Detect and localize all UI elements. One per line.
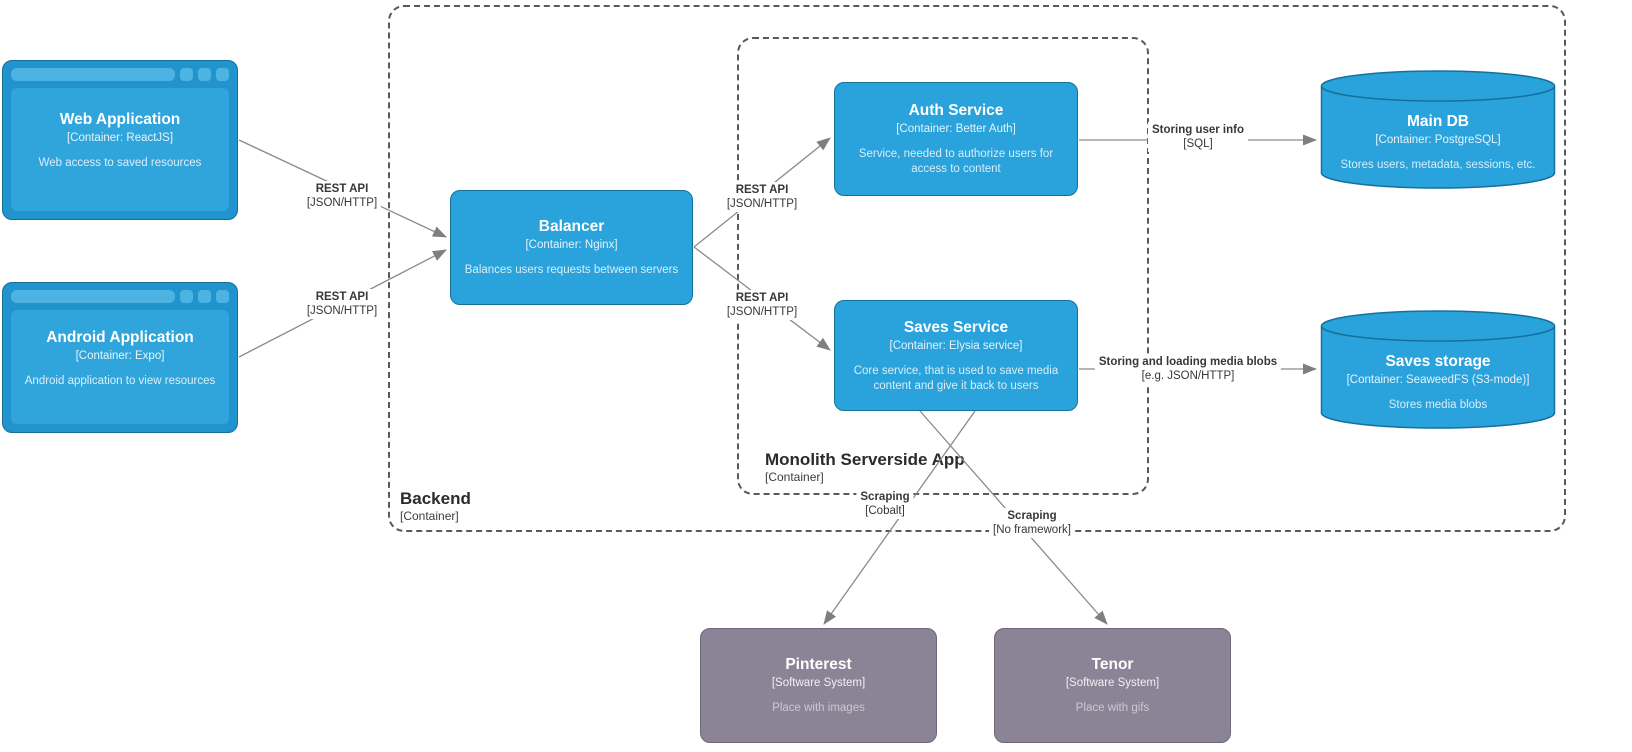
- browser-button-icon: [216, 68, 229, 81]
- node-subtitle: [Software System]: [771, 677, 866, 689]
- node-description: Stores users, metadata, sessions, etc.: [1340, 158, 1536, 171]
- boundary-monolith-label: Monolith Serverside App [Container]: [765, 450, 965, 485]
- node-description: Balances users requests between servers: [464, 264, 679, 276]
- edge-tech: [JSON/HTTP]: [306, 197, 378, 209]
- node-subtitle: [Container: Better Auth]: [896, 123, 1016, 135]
- edge-label-balancer-to-saves: REST API [JSON/HTTP]: [722, 290, 802, 320]
- browser-panel: Web Application [Container: ReactJS] Web…: [11, 88, 229, 211]
- node-android-application[interactable]: Android Application [Container: Expo] An…: [2, 282, 238, 433]
- edge-label-saves-to-storage: Storing and loading media blobs [e.g. JS…: [1094, 354, 1282, 384]
- edge-tech: [JSON/HTTP]: [726, 306, 798, 318]
- node-title: Saves Service: [903, 318, 1009, 336]
- edge-label-balancer-to-auth: REST API [JSON/HTTP]: [722, 182, 802, 212]
- node-title: Android Application: [46, 328, 194, 346]
- browser-button-icon: [198, 68, 211, 81]
- boundary-type: [Container]: [400, 509, 459, 523]
- node-subtitle: [Container: ReactJS]: [66, 132, 174, 144]
- node-description: Place with gifs: [1075, 702, 1150, 714]
- edge-name: Storing and loading media blobs: [1098, 356, 1278, 368]
- node-auth-service[interactable]: Auth Service [Container: Better Auth] Se…: [834, 82, 1078, 196]
- boundary-backend-label: Backend [Container]: [400, 489, 471, 524]
- node-description: Android application to view resources: [24, 374, 216, 387]
- edge-name: REST API: [315, 183, 369, 195]
- edge-name: REST API: [735, 292, 789, 304]
- node-title: Balancer: [538, 218, 605, 235]
- node-subtitle: [Container: Elysia service]: [889, 339, 1023, 352]
- boundary-monolith-serverside-app: Monolith Serverside App [Container]: [737, 37, 1149, 495]
- boundary-title: Backend: [400, 489, 471, 508]
- boundary-title: Monolith Serverside App: [765, 450, 965, 469]
- browser-chrome: [11, 290, 229, 303]
- browser-button-icon: [198, 290, 211, 303]
- node-title: Web Application: [59, 111, 181, 128]
- node-tenor[interactable]: Tenor [Software System] Place with gifs: [994, 628, 1231, 743]
- node-saves-storage[interactable]: Saves storage [Container: SeaweedFS (S3-…: [1320, 310, 1556, 430]
- edge-tech: [Cobalt]: [865, 505, 905, 517]
- browser-button-icon: [216, 290, 229, 303]
- browser-button-icon: [180, 290, 193, 303]
- edge-name: Scraping: [860, 491, 910, 503]
- node-description: Web access to saved resources: [38, 157, 202, 169]
- node-subtitle: [Container: PostgreSQL]: [1375, 133, 1501, 146]
- node-title: Tenor: [1091, 656, 1134, 673]
- edge-label-android-to-balancer: REST API [JSON/HTTP]: [302, 289, 382, 319]
- boundary-backend: Backend [Container]: [388, 5, 1566, 532]
- node-description: Stores media blobs: [1388, 398, 1488, 411]
- node-subtitle: [Software System]: [1065, 677, 1160, 689]
- edge-label-auth-to-maindb: Storing user info [SQL]: [1148, 122, 1248, 152]
- database-cylinder-icon: [1320, 70, 1556, 189]
- node-description: Place with images: [772, 702, 865, 714]
- boundary-type: [Container]: [765, 470, 824, 484]
- node-description: Service, needed to authorize users for a…: [858, 148, 1054, 175]
- edge-tech: [SQL]: [1183, 138, 1213, 150]
- edge-tech: [e.g. JSON/HTTP]: [1141, 370, 1235, 382]
- cylinder-text: Main DB [Container: PostgreSQL] Stores u…: [1320, 94, 1556, 190]
- edge-tech: [JSON/HTTP]: [726, 198, 798, 210]
- edge-tech: [No framework]: [993, 524, 1071, 536]
- node-subtitle: [Container: Nginx]: [525, 239, 618, 251]
- edge-name: REST API: [735, 184, 789, 196]
- node-subtitle: [Container: SeaweedFS (S3-mode)]: [1346, 373, 1530, 386]
- browser-address-bar-icon: [11, 68, 175, 81]
- node-title: Main DB: [1407, 112, 1469, 130]
- node-description: Core service, that is used to save media…: [853, 364, 1059, 392]
- edge-name: Storing user info: [1152, 124, 1244, 136]
- edge-label-saves-to-pinterest: Scraping [Cobalt]: [856, 489, 914, 519]
- node-title: Pinterest: [785, 656, 852, 673]
- edge-label-web-to-balancer: REST API [JSON/HTTP]: [302, 181, 382, 211]
- browser-panel: Android Application [Container: Expo] An…: [11, 310, 229, 424]
- node-title: Saves storage: [1385, 352, 1491, 370]
- node-balancer[interactable]: Balancer [Container: Nginx] Balances use…: [450, 190, 693, 305]
- browser-button-icon: [180, 68, 193, 81]
- node-title: Auth Service: [908, 102, 1004, 119]
- browser-address-bar-icon: [11, 290, 175, 303]
- database-cylinder-icon: [1320, 310, 1556, 429]
- node-saves-service[interactable]: Saves Service [Container: Elysia service…: [834, 300, 1078, 411]
- edge-label-saves-to-tenor: Scraping [No framework]: [989, 508, 1075, 538]
- browser-chrome: [11, 68, 229, 81]
- cylinder-text: Saves storage [Container: SeaweedFS (S3-…: [1320, 334, 1556, 430]
- edge-name: Scraping: [1007, 510, 1057, 522]
- edge-tech: [JSON/HTTP]: [306, 305, 378, 317]
- node-subtitle: [Container: Expo]: [75, 349, 165, 362]
- node-pinterest[interactable]: Pinterest [Software System] Place with i…: [700, 628, 937, 743]
- edge-name: REST API: [315, 291, 369, 303]
- node-web-application[interactable]: Web Application [Container: ReactJS] Web…: [2, 60, 238, 220]
- node-main-db[interactable]: Main DB [Container: PostgreSQL] Stores u…: [1320, 70, 1556, 190]
